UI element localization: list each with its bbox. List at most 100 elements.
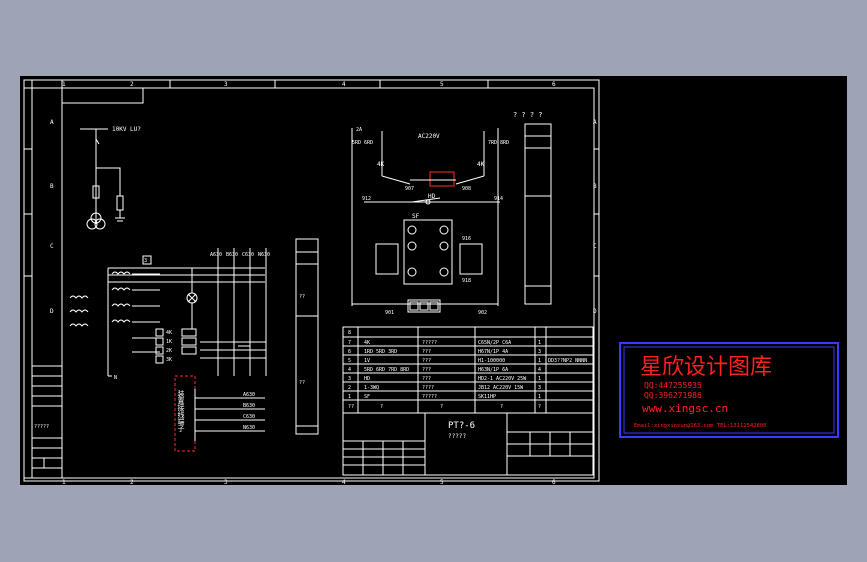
table-cell-no: 6 xyxy=(348,349,351,355)
control-circuit: AC220V 2A 5RD 6RD 7RD 8RD 4K 4K 907 908 … xyxy=(351,127,509,316)
table-cell-code: 5RD 6RD 7RD 8RD xyxy=(364,367,409,373)
col-label: 6 xyxy=(552,81,556,88)
node-label: 5RD 6RD xyxy=(352,140,373,146)
col-label: 6 xyxy=(552,479,556,485)
col-label: 4 xyxy=(342,81,346,88)
row-label: A xyxy=(593,119,597,126)
table-cell-name: ??? xyxy=(422,349,431,355)
table-cell-code: 1V xyxy=(364,358,370,364)
sf-label: SF xyxy=(412,213,420,220)
table-cell-no: 1 xyxy=(348,394,351,400)
col-label: 2 xyxy=(130,81,134,88)
col-label: 1 xyxy=(62,479,66,485)
relay-label: 4K xyxy=(166,330,172,336)
table-cell-code: 4K xyxy=(364,340,370,346)
sf-module xyxy=(403,219,453,285)
row-label: D xyxy=(593,308,597,315)
drawing-title: PT?-6 xyxy=(448,421,475,431)
table-cell-code: HD xyxy=(364,376,370,382)
relay-tag: 3 xyxy=(144,258,147,264)
table-row: 5 1V ??? H1-100000 1 DD3??NP2 NNNN xyxy=(348,358,587,364)
node-label: 916 xyxy=(462,236,471,242)
bus-out-label: C630 xyxy=(243,414,255,420)
column-ruler-bottom: 1 2 3 4 5 6 xyxy=(24,477,594,485)
col-label: 5 xyxy=(440,479,444,485)
col-label: 1 xyxy=(62,81,66,88)
top-right-marks: ? ? ? ? xyxy=(513,111,543,119)
node-label: 914 xyxy=(494,196,503,202)
node-label: 7RD 8RD xyxy=(488,140,509,146)
table-row: 6 1RD 5RD 3RD ??? H67N/1P 4A 3 xyxy=(348,349,541,355)
row-label: C xyxy=(593,243,597,250)
table-cell-qty: 1 xyxy=(538,376,541,382)
cad-drawing-canvas[interactable]: 1 2 3 4 5 6 1 2 3 4 5 6 A B C D A B C D xyxy=(20,76,847,485)
row-label: B xyxy=(593,183,597,190)
top-right-area: ? ? ? ? xyxy=(513,111,552,305)
node-label: 912 xyxy=(362,196,371,202)
bus-out-label: N630 xyxy=(243,425,255,431)
relay-k4: 4K xyxy=(377,161,385,168)
title-block: PT?-6 ????? xyxy=(342,412,594,476)
table-cell-name: ????? xyxy=(422,340,437,346)
watermark-title: 星欣设计图库 xyxy=(640,355,772,380)
row-label: B xyxy=(50,183,54,190)
hv-primary-circuit: 10KV LU? xyxy=(80,126,141,230)
table-cell-code: SF xyxy=(364,394,370,400)
row-ruler-right: A B C D xyxy=(593,88,599,478)
row-label: D xyxy=(50,308,54,315)
table-cell-no: 8 xyxy=(348,330,351,336)
table-cell-qty: 1 xyxy=(538,358,541,364)
relay-k4: 4K xyxy=(477,161,485,168)
column-ruler-top: 1 2 3 4 5 6 xyxy=(24,80,594,89)
relay-label: 2K xyxy=(166,348,172,354)
ac220-label: AC220V xyxy=(418,133,440,140)
table-cell-no: 3 xyxy=(348,376,351,382)
table-cell-qty: ? xyxy=(538,404,541,410)
table-row: 1 SF ????? SK11HP 1 xyxy=(348,394,541,400)
row-label: C xyxy=(50,243,54,250)
watermark-qq2: QQ:396271986 xyxy=(644,391,702,400)
table-cell-spec: H67N/1P 4A xyxy=(478,349,508,355)
node-label: 907 xyxy=(405,186,414,192)
bus-out-label: A630 xyxy=(243,392,255,398)
table-row: 4 5RD 6RD 7RD 8RD ??? H63N/1P 6A 4 xyxy=(348,367,541,373)
bus-label: C630 xyxy=(242,252,254,258)
bus-label: N630 xyxy=(258,252,270,258)
table-cell-spec: HD2-1 AC220V 25W xyxy=(478,376,527,382)
inner-frame xyxy=(61,87,595,479)
col-label: 3 xyxy=(224,81,228,88)
left-note-stack: ????? xyxy=(32,365,62,469)
ground-label: N xyxy=(114,375,117,381)
col-label: 4 xyxy=(342,479,346,485)
node-label: 918 xyxy=(462,278,471,284)
row-label: A xyxy=(50,119,54,126)
row-ruler-left: A B C D xyxy=(24,80,54,478)
hv-feed-label: 10KV LU? xyxy=(112,126,141,133)
node-label: 908 xyxy=(462,186,471,192)
bus-out-label: B630 xyxy=(243,403,255,409)
table-row: ?? ? ? ? ? xyxy=(348,404,541,410)
table-row: 2 1-3WQ ???? JB12 AC220V 15W 3 xyxy=(348,385,541,391)
table-cell-spec: ? xyxy=(500,404,503,410)
node-label: 902 xyxy=(478,310,487,316)
schematic-drawing: 1 2 3 4 5 6 1 2 3 4 5 6 A B C D A B C D xyxy=(23,79,839,485)
left-note-text: ????? xyxy=(34,424,49,430)
table-cell-no: 4 xyxy=(348,367,351,373)
table-cell-name: ????? xyxy=(422,394,437,400)
outer-frame xyxy=(23,79,600,482)
table-cell-qty: 3 xyxy=(538,349,541,355)
table-cell-no: ?? xyxy=(348,404,354,410)
strip-text: ?? xyxy=(299,294,305,300)
col-label: 5 xyxy=(440,81,444,88)
terminal-box: 装置接线端子 A630 B630 C630 N630 xyxy=(174,375,265,452)
bus-label: A630 xyxy=(210,252,222,258)
strip-text: ?? xyxy=(299,380,305,386)
parts-table: 8 7 4K ????? C65N/2P C6A 1 6 1RD 5RD 3RD… xyxy=(342,326,594,414)
table-cell-name: ??? xyxy=(422,376,431,382)
terminal-box-label: 装置接线端子 xyxy=(177,389,185,432)
table-cell-qty: 1 xyxy=(538,394,541,400)
watermark-qq1: QQ:447255935 xyxy=(644,381,702,390)
node-label: 2A xyxy=(356,127,362,133)
drawing-subtitle: ????? xyxy=(448,433,466,440)
table-row: 3 HD ??? HD2-1 AC220V 25W 1 xyxy=(348,376,541,382)
